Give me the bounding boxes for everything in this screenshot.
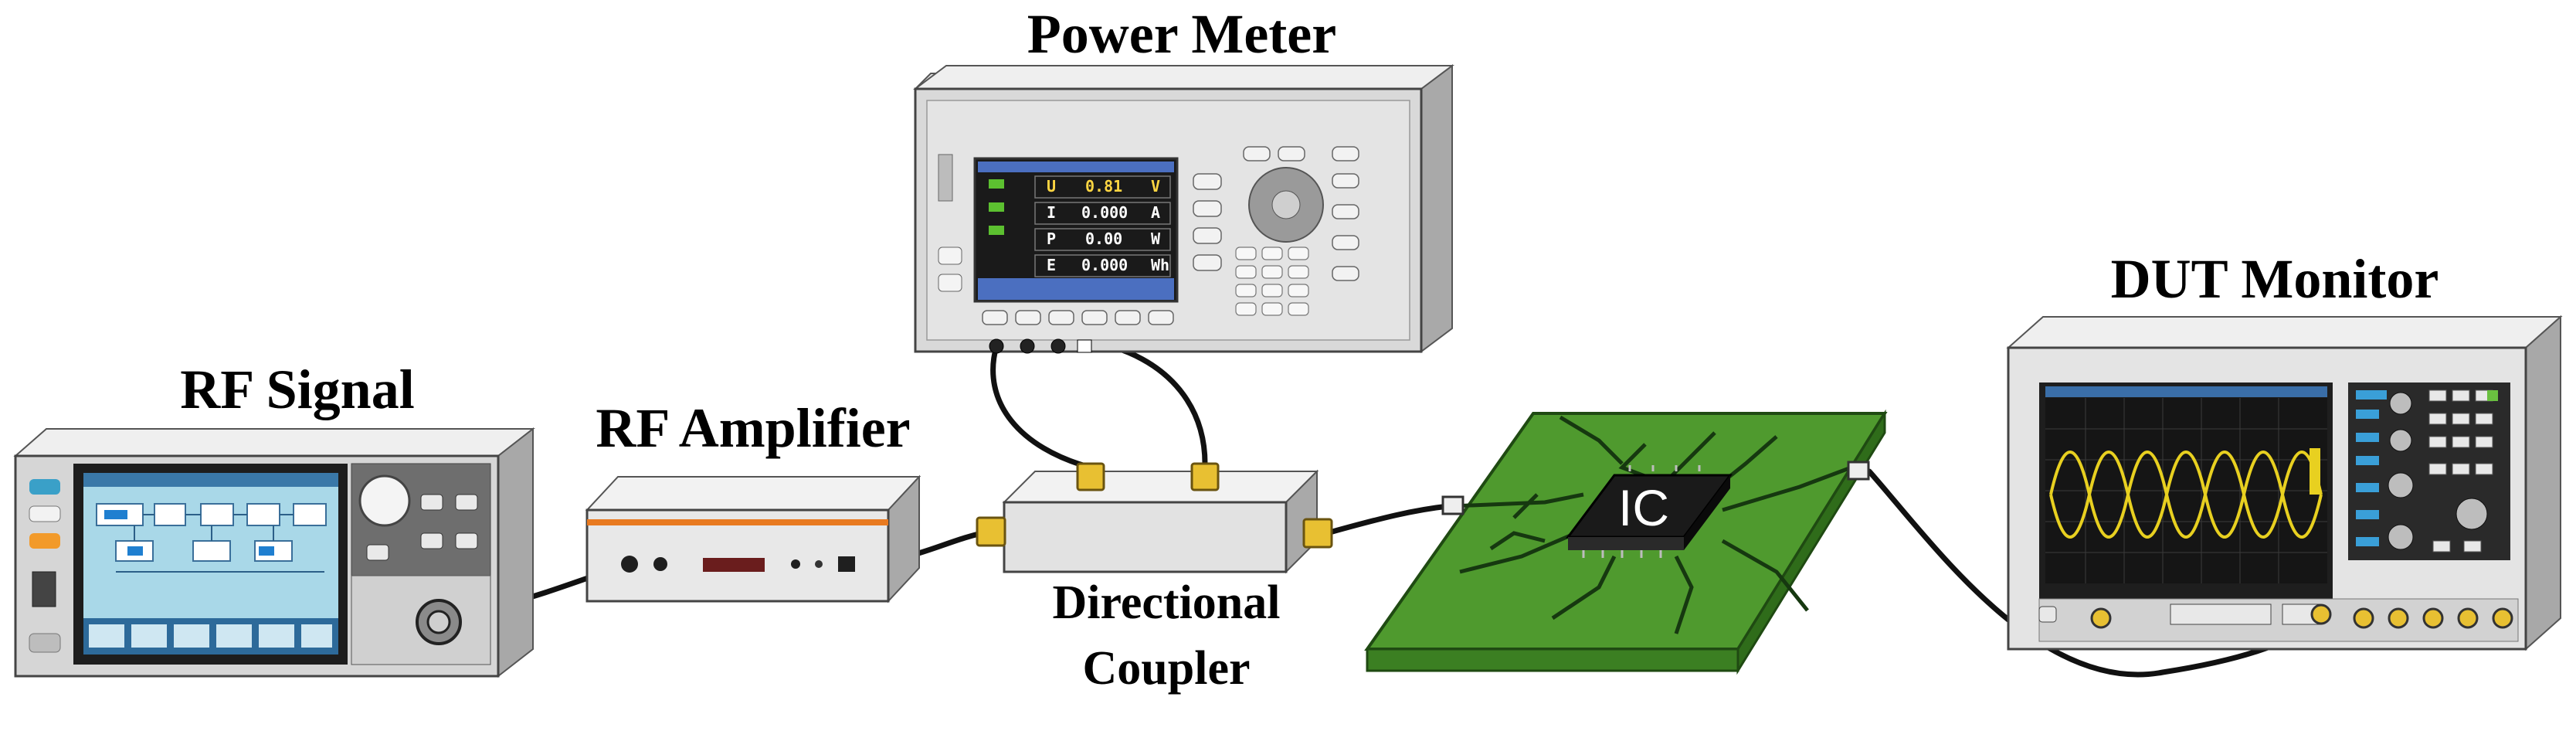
meter-row-1-value: 0.81 xyxy=(1085,177,1122,196)
meter-row-2-symbol: I xyxy=(1047,203,1056,222)
rf-amplifier-label: RF Amplifier xyxy=(596,397,910,459)
meter-row-3-value: 0.00 xyxy=(1085,230,1122,248)
meter-row-4-symbol: E xyxy=(1047,256,1056,274)
dut-monitor-label: DUT Monitor xyxy=(2111,248,2439,310)
coupler-port-output xyxy=(1302,518,1333,549)
meter-row-2-value: 0.000 xyxy=(1081,203,1128,222)
directional-coupler-label-line2: Coupler xyxy=(1083,642,1251,695)
power-meter: U 0.81 V I 0.000 A P 0.00 W E 0.000 Wh xyxy=(913,64,1454,354)
meter-row-3-symbol: P xyxy=(1047,230,1056,248)
rf-signal-label: RF Signal xyxy=(180,359,414,420)
rf-signal-generator xyxy=(13,427,535,678)
power-meter-display xyxy=(973,157,1179,303)
cable-coupler-to-pcb xyxy=(1329,503,1451,535)
meter-row-4-value: 0.000 xyxy=(1081,256,1128,274)
power-meter-keypad xyxy=(1235,246,1309,316)
scope-input-connectors xyxy=(2090,604,2513,629)
pcb-input-connector xyxy=(1441,495,1464,515)
directional-coupler xyxy=(976,462,1333,574)
power-meter-label: Power Meter xyxy=(1027,3,1336,65)
coupler-port-top-2 xyxy=(1190,462,1220,491)
pcb-output-connector xyxy=(1847,461,1870,481)
meter-row-4-unit: Wh xyxy=(1151,256,1169,274)
power-meter-ports xyxy=(989,338,1092,354)
pcb-board: IC xyxy=(1364,409,1888,675)
rf-amplifier xyxy=(585,474,921,604)
meter-row-2-unit: A xyxy=(1151,203,1160,222)
meter-row-1-unit: V xyxy=(1151,177,1160,196)
meter-row-1-symbol: U xyxy=(1047,177,1056,196)
rf-signal-knob xyxy=(358,474,411,527)
cable-meter-to-coupler-2 xyxy=(1024,338,1208,467)
ic-label: IC xyxy=(1618,479,1669,536)
coupler-port-input xyxy=(976,516,1006,547)
cable-meter-to-coupler-1 xyxy=(990,343,1094,471)
dut-monitor-oscilloscope xyxy=(2006,314,2563,651)
scope-waveform xyxy=(2049,450,2323,539)
meter-row-3-unit: W xyxy=(1151,230,1161,248)
power-meter-softkeys xyxy=(982,310,1174,325)
directional-coupler-label-line1: Directional xyxy=(1052,576,1280,629)
coupler-port-top-1 xyxy=(1076,462,1105,491)
